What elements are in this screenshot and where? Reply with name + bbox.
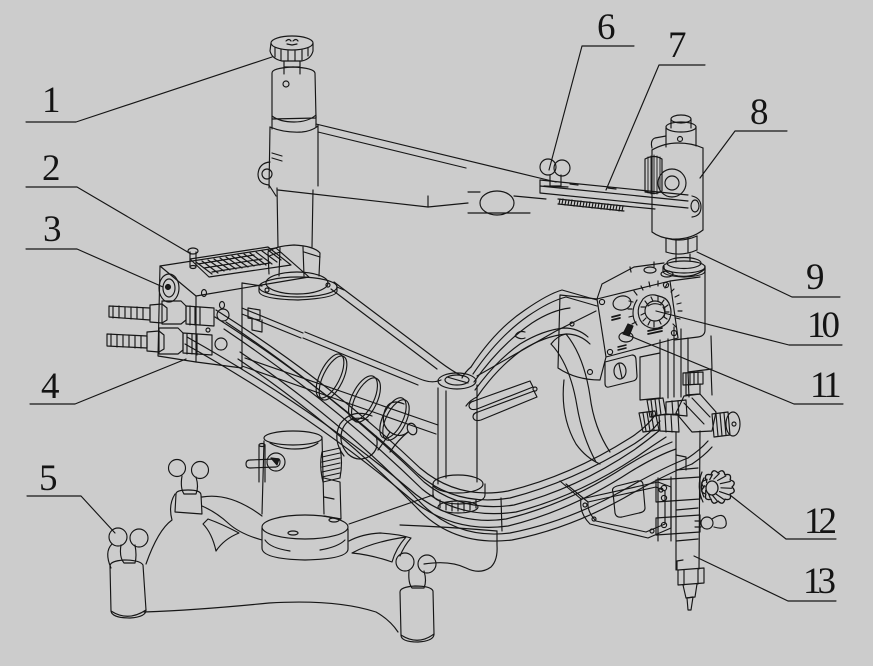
svg-text:11: 11 [810, 365, 840, 406]
svg-text:6: 6 [597, 7, 616, 48]
svg-text:4: 4 [41, 366, 60, 407]
svg-text:13: 13 [803, 561, 836, 602]
svg-text:3: 3 [43, 209, 62, 250]
svg-text:10: 10 [807, 305, 840, 346]
svg-text:5: 5 [39, 458, 58, 499]
svg-text:9: 9 [806, 257, 825, 298]
svg-text:2: 2 [42, 148, 61, 189]
svg-text:7: 7 [668, 25, 687, 66]
svg-text:1: 1 [42, 80, 61, 121]
svg-text:8: 8 [750, 92, 769, 133]
svg-text:12: 12 [804, 501, 836, 542]
